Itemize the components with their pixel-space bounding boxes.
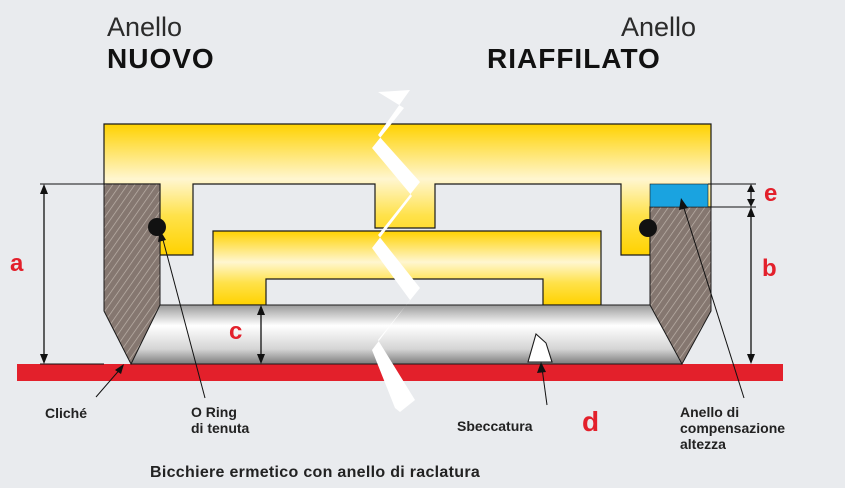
cliche-bar (17, 364, 783, 381)
right-o-ring (639, 219, 657, 237)
leader-anello (682, 204, 745, 399)
diagram-caption: Bicchiere ermetico con anello di raclatu… (150, 464, 481, 481)
label-anello-line3: altezza (680, 436, 726, 452)
left-o-ring (148, 218, 166, 236)
dim-label-d: d (582, 406, 600, 437)
title-left-top: Anello (107, 12, 183, 42)
leader-anello-arrow (679, 198, 688, 210)
label-oring: O Ring di tenuta (191, 404, 249, 436)
label-oring-line1: O Ring (191, 404, 237, 420)
dim-b-arrow-bottom (747, 354, 755, 364)
leader-cliche (95, 366, 123, 398)
title-right-bottom: RIAFFILATO (487, 43, 661, 74)
compensation-ring (649, 183, 709, 208)
dim-label-c: c (229, 318, 243, 345)
label-anello: Anello di compensazione altezza (680, 404, 785, 452)
dim-label-e: e (764, 180, 778, 207)
label-anello-line2: compensazione (680, 420, 786, 436)
dim-b-arrow-top (747, 207, 755, 217)
label-cliche: Cliché (45, 405, 88, 421)
dim-label-a: a (10, 250, 24, 277)
break-mark (372, 90, 420, 412)
dim-a-arrow-top (40, 184, 48, 194)
leader-sbeccatura (541, 367, 548, 406)
roller-chip (527, 333, 553, 363)
anilox-roller (130, 304, 683, 365)
leader-oring-arrow (158, 230, 166, 242)
dim-c-arrow-bottom (257, 354, 265, 364)
dim-e-arrow-bottom (747, 199, 755, 207)
dim-e-arrow-top (747, 184, 755, 192)
left-doctor-blade (103, 183, 161, 366)
dim-c-arrow-top (257, 305, 265, 315)
dim-a-arrow-bottom (40, 354, 48, 364)
leader-cliche-arrow (115, 364, 124, 374)
title-left-bottom: NUOVO (107, 43, 215, 74)
leader-oring (161, 235, 206, 399)
label-anello-line1: Anello di (680, 404, 740, 420)
leader-sbeccatura-arrow (537, 362, 546, 373)
label-oring-line2: di tenuta (191, 420, 250, 436)
title-right-top: Anello (621, 12, 697, 42)
dim-label-b: b (762, 255, 777, 282)
label-sbeccatura: Sbeccatura (457, 418, 533, 434)
